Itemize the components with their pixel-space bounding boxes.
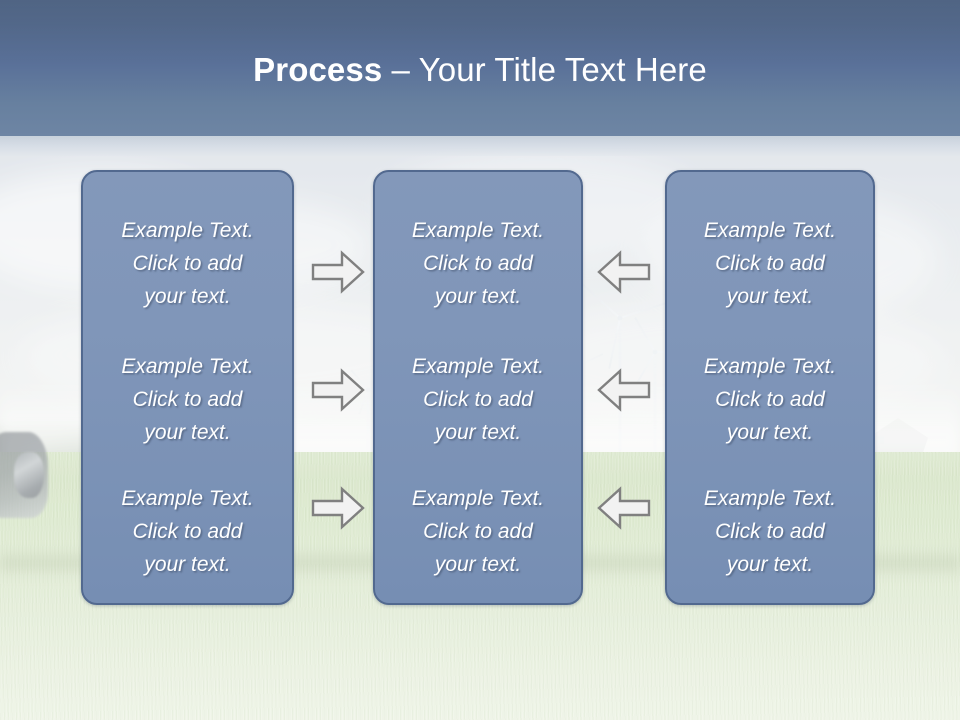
placeholder-text[interactable]: Example Text. Click to add your text. — [411, 355, 545, 444]
title-bar-underline-band — [0, 136, 960, 156]
placeholder-text[interactable]: Example Text. Click to add your text. — [411, 219, 545, 308]
placeholder-text[interactable]: Example Text. Click to add your text. — [703, 355, 837, 444]
placeholder-text[interactable]: Example Text. Click to add your text. — [121, 219, 254, 308]
placeholder-text[interactable]: Example Text. Click to add your text. — [703, 487, 837, 576]
page-title: Process – Your Title Text Here — [0, 50, 960, 90]
arrow-left-icon[interactable] — [597, 250, 651, 294]
arrow-right-icon[interactable] — [311, 486, 365, 530]
arrow-right-icon[interactable] — [311, 368, 365, 412]
process-box-right[interactable]: Example Text. Click to add your text. Ex… — [665, 170, 875, 605]
process-box-middle[interactable]: Example Text. Click to add your text. Ex… — [373, 170, 583, 605]
arrow-left-icon[interactable] — [597, 486, 651, 530]
placeholder-text[interactable]: Example Text. Click to add your text. — [121, 487, 254, 576]
placeholder-text[interactable]: Example Text. Click to add your text. — [411, 487, 545, 576]
placeholder-text[interactable]: Example Text. Click to add your text. — [703, 219, 837, 308]
process-box-left[interactable]: Example Text. Click to add your text. Ex… — [81, 170, 294, 605]
cow-head — [14, 452, 44, 498]
page-title-bold: Process — [253, 51, 383, 88]
placeholder-text[interactable]: Example Text. Click to add your text. — [121, 355, 254, 444]
arrow-right-icon[interactable] — [311, 250, 365, 294]
arrow-left-icon[interactable] — [597, 368, 651, 412]
page-title-rest: – Your Title Text Here — [382, 51, 707, 88]
